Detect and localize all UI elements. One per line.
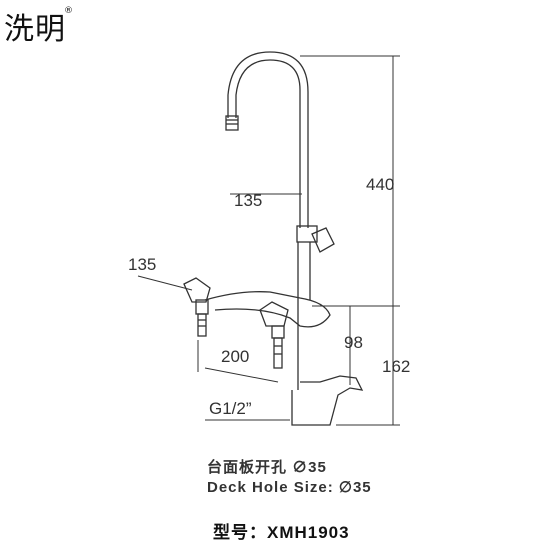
model-number: 型号：XMH1903 [213,523,350,542]
dim-center-distance: 200 [221,347,249,366]
brand-logo: 洗明 [4,12,66,47]
registered-mark: ® [64,6,73,16]
top-valve-handle [296,225,318,243]
cross-arm [204,291,331,328]
dim-side-reach: 135 [128,255,156,274]
deck-hole-caption-cn: 台面板开孔 ∅35 [207,459,327,476]
dim-spout-height: 440 [366,175,394,194]
dim-thread: G1/2” [209,399,252,418]
spout-nozzle [225,115,239,131]
dim-lower-height: 98 [344,333,363,352]
dim-spout-reach: 135 [234,191,262,210]
lower-shank [291,375,364,426]
dimension-lines [137,55,400,426]
faucet-body [297,242,311,390]
center-valve-handle [259,301,289,327]
gooseneck-spout [227,51,309,228]
left-valve-handle [183,277,211,303]
deck-hole-caption-en: Deck Hole Size: ∅35 [207,479,372,496]
dim-base-height: 162 [382,357,410,376]
